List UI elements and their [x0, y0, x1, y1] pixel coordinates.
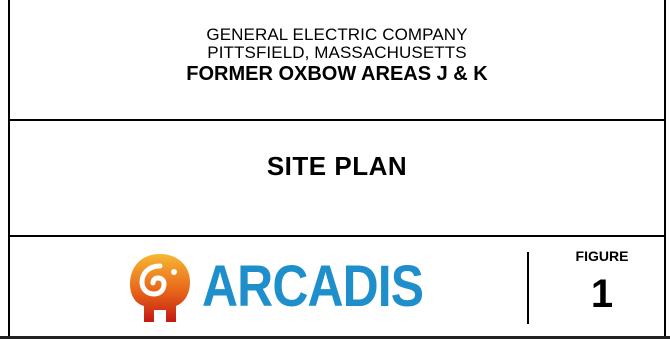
- company-location: PITTSFIELD, MASSACHUSETTS: [207, 43, 467, 62]
- figure-separator: [527, 252, 529, 324]
- bottom-border: [0, 336, 670, 339]
- figure-label: FIGURE: [575, 248, 629, 264]
- title-block-header: GENERAL ELECTRIC COMPANY PITTSFIELD, MAS…: [10, 25, 664, 86]
- project-name: FORMER OXBOW AREAS J & K: [186, 63, 488, 85]
- company-name: GENERAL ELECTRIC COMPANY: [206, 25, 468, 44]
- arcadis-elephant-icon: [130, 254, 190, 322]
- title-block: GENERAL ELECTRIC COMPANY PITTSFIELD, MAS…: [8, 0, 666, 339]
- plan-title: SITE PLAN: [266, 151, 408, 181]
- figure-number: 1: [590, 272, 614, 316]
- divider-top: [10, 119, 664, 121]
- divider-bottom: [10, 235, 664, 237]
- arcadis-logo: ARCADIS: [126, 250, 456, 326]
- arcadis-wordmark: ARCADIS: [202, 254, 424, 319]
